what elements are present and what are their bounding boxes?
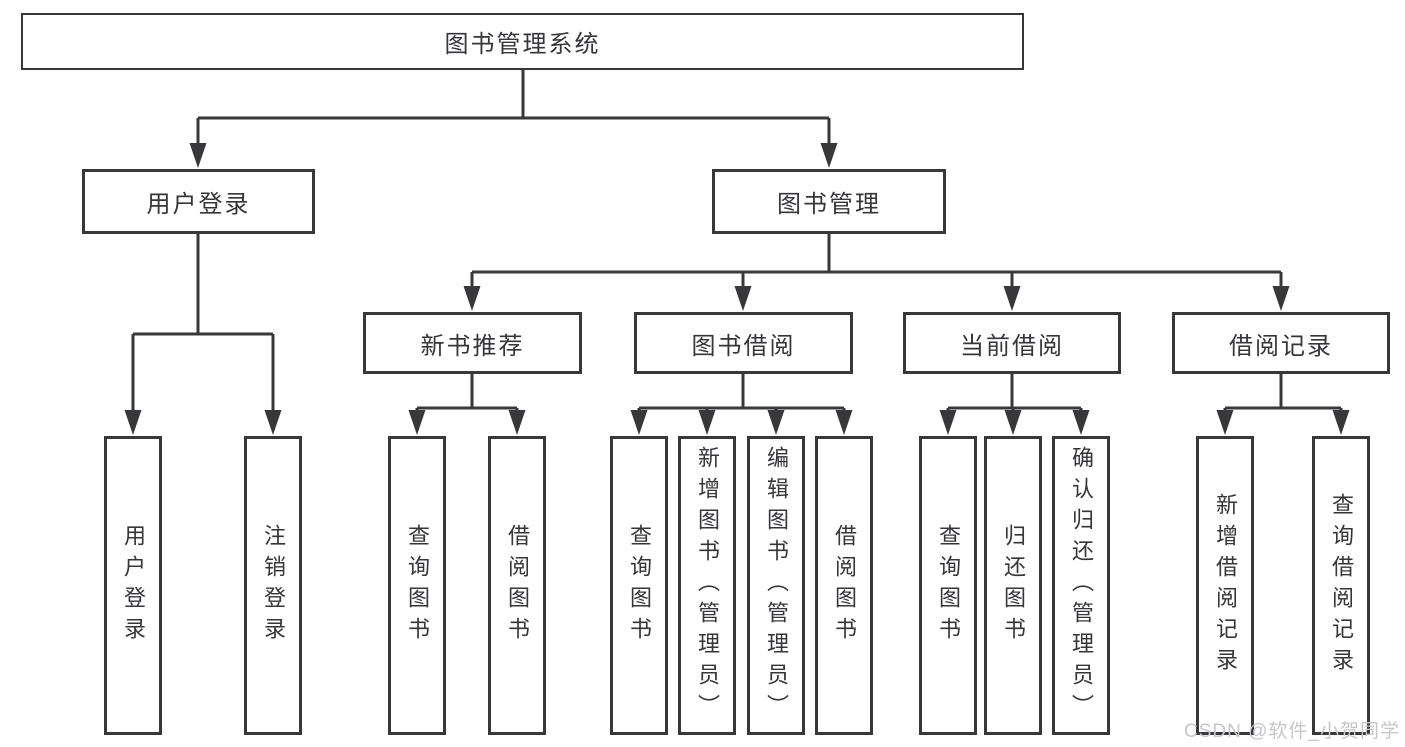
node-current-borrow: 当前借阅 (903, 312, 1121, 374)
leaf-borrow-books: 借阅图书 (815, 436, 873, 735)
node-new-book-recommend: 新书推荐 (363, 312, 582, 374)
leaf-query-borrow-record: 查询借阅记录 (1312, 436, 1370, 735)
leaf-query-books-current: 查询图书 (919, 436, 977, 735)
node-user-login: 用户登录 (82, 169, 315, 234)
node-book-management: 图书管理 (712, 169, 946, 234)
leaf-add-book-admin: 新增图书（管理员） (678, 436, 736, 735)
leaf-query-books-borrow: 查询图书 (610, 436, 668, 735)
leaf-user-login: 用户登录 (104, 436, 162, 735)
node-root-system: 图书管理系统 (21, 13, 1024, 70)
leaf-return-book: 归还图书 (984, 436, 1042, 735)
node-book-borrow: 图书借阅 (634, 312, 853, 374)
leaf-borrow-books-recommend: 借阅图书 (488, 436, 546, 735)
leaf-logout: 注销登录 (244, 436, 302, 735)
leaf-edit-book-admin: 编辑图书（管理员） (747, 436, 805, 735)
node-borrow-records: 借阅记录 (1172, 312, 1390, 374)
watermark-text: CSDN @软件_小贺同学 (1184, 721, 1400, 742)
leaf-confirm-return-admin: 确认归还（管理员） (1052, 436, 1110, 735)
leaf-add-borrow-record: 新增借阅记录 (1196, 436, 1254, 735)
leaf-query-books-recommend: 查询图书 (388, 436, 446, 735)
